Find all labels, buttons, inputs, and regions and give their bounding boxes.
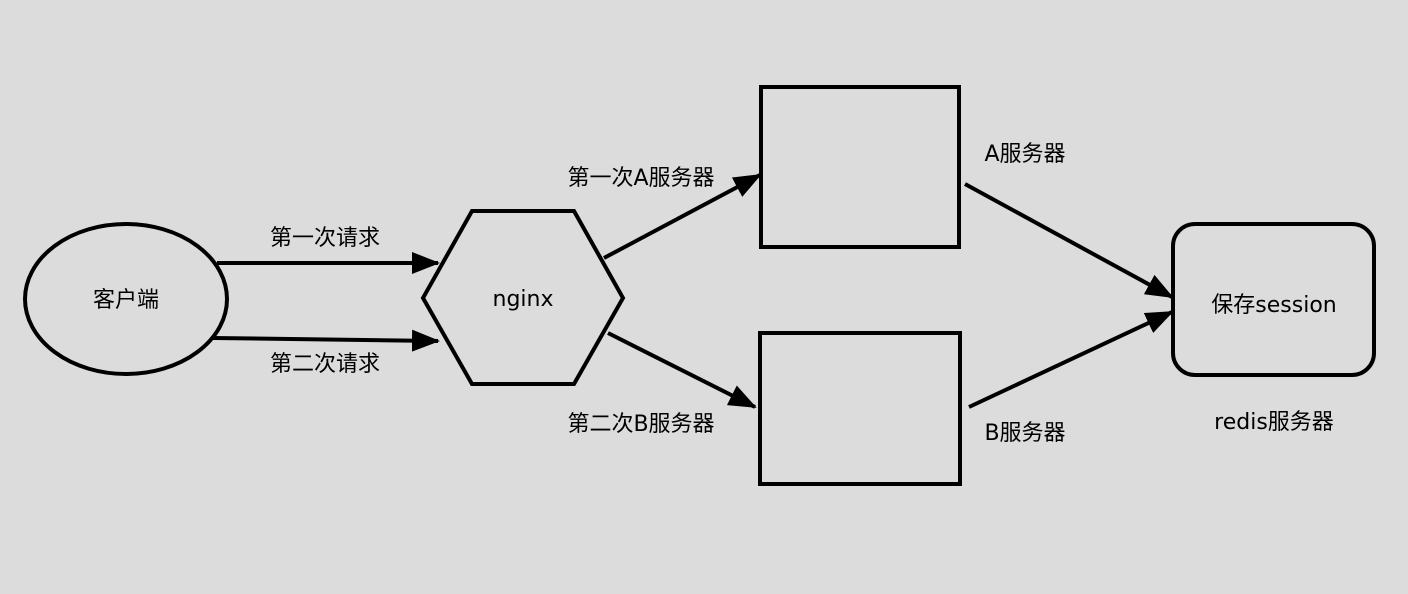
b-to-redis-arrow [968, 310, 1174, 409]
nginx-to-a-arrow [603, 173, 762, 260]
redis-box [1171, 222, 1376, 377]
a-to-redis-label: A服务器 [984, 142, 1065, 167]
a-to-redis-arrow [964, 182, 1174, 299]
client-node: 客户端 [23, 222, 229, 376]
second-to-b-label: 第二次B服务器 [567, 412, 714, 437]
first-to-a-label: 第一次A服务器 [567, 166, 714, 191]
nginx-to-b-arrow [607, 331, 757, 409]
redis-caption: redis服务器 [1214, 410, 1334, 435]
server-a-box [759, 85, 961, 249]
client-ellipse [23, 222, 229, 376]
redis-node: 保存session [1171, 222, 1376, 377]
first-request-label: 第一次请求 [270, 226, 380, 251]
nginx-node: nginx [420, 209, 626, 386]
server-b-box [758, 331, 962, 486]
second-request-arrow [212, 329, 440, 352]
b-to-redis-label: B服务器 [984, 421, 1065, 446]
redis-box-label: 保存session [1211, 293, 1336, 318]
second-request-label: 第二次请求 [270, 352, 380, 377]
client-label: 客户端 [93, 288, 159, 313]
nginx-label: nginx [493, 287, 554, 312]
nginx-hexagon [420, 209, 626, 386]
